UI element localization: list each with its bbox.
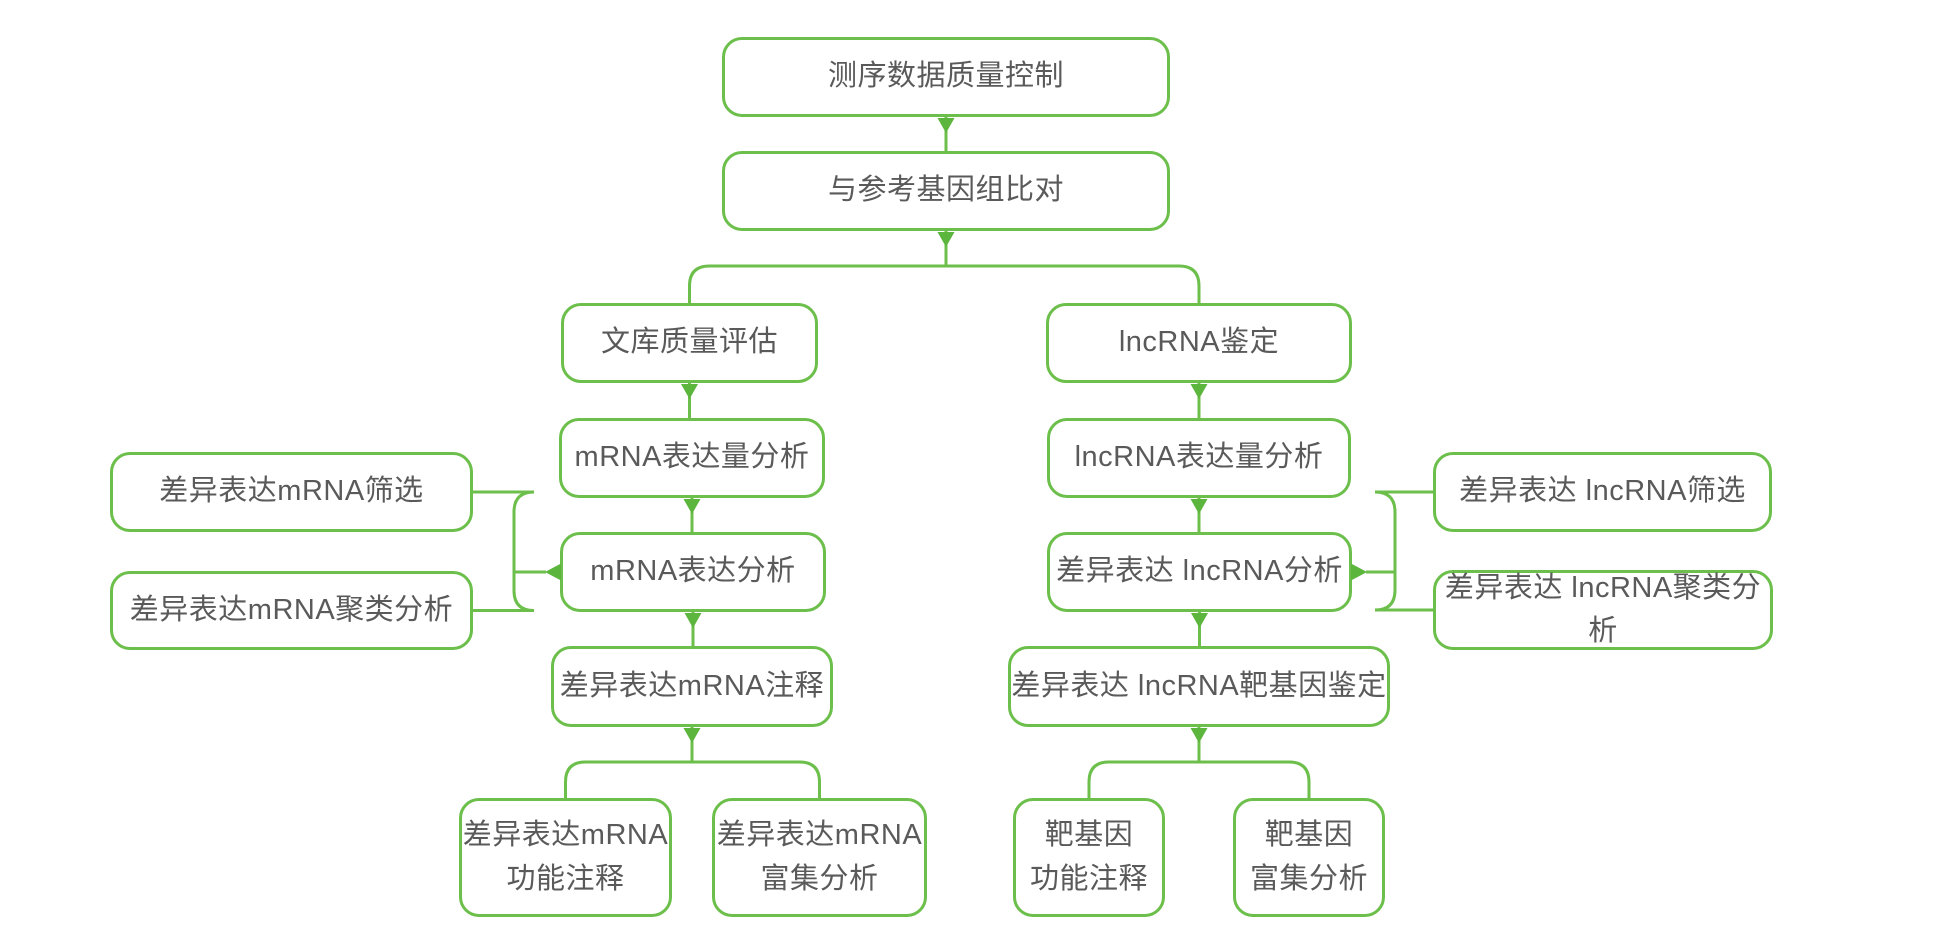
connector-line (688, 264, 1201, 303)
node-target-enrich[interactable]: 靶基因 富集分析 (1233, 798, 1385, 917)
branch-arrow (1190, 384, 1208, 399)
node-label: 靶基因 富集分析 (1249, 819, 1368, 895)
node-de-mrna-screen[interactable]: 差异表达mRNA筛选 (110, 452, 473, 532)
node-label: 差异表达mRNA注释 (559, 669, 825, 702)
node-label: lncRNA表达量分析 (1074, 441, 1324, 474)
node-label: 测序数据质量控制 (827, 60, 1064, 93)
connector-line (473, 490, 535, 572)
connector-line (564, 760, 821, 798)
connector-line (1374, 572, 1433, 612)
connector-line (473, 572, 535, 612)
node-lncrna-quant[interactable]: lncRNA表达量分析 (1047, 418, 1351, 498)
branch-arrow (937, 232, 955, 247)
branch-arrow (683, 499, 701, 514)
branch-arrow (681, 384, 698, 399)
connector-line (1374, 490, 1433, 572)
node-label: 差异表达 lncRNA筛选 (1459, 475, 1746, 508)
node-qc[interactable]: 测序数据质量控制 (722, 37, 1170, 117)
node-label: 差异表达 lncRNA聚类分析 (1444, 571, 1762, 648)
node-de-mrna-cluster[interactable]: 差异表达mRNA聚类分析 (110, 571, 473, 650)
branch-arrow (1191, 613, 1208, 628)
connector-line (1087, 760, 1311, 798)
node-target-func[interactable]: 靶基因 功能注释 (1013, 798, 1165, 917)
branch-arrow (1351, 563, 1367, 581)
branch-arrow (937, 118, 955, 133)
node-de-mrna-annot[interactable]: 差异表达mRNA注释 (551, 646, 833, 727)
node-label: 差异表达mRNA筛选 (159, 475, 424, 508)
node-label: lncRNA鉴定 (1118, 326, 1280, 359)
node-library-qc[interactable]: 文库质量评估 (561, 303, 818, 383)
node-de-lncrna-screen[interactable]: 差异表达 lncRNA筛选 (1433, 452, 1772, 532)
node-label: 差异表达mRNA 功能注释 (462, 819, 669, 895)
node-mrna-enrich[interactable]: 差异表达mRNA 富集分析 (712, 798, 927, 917)
node-label: 差异表达mRNA聚类分析 (129, 593, 454, 626)
branch-arrow (545, 563, 561, 581)
node-align[interactable]: 与参考基因组比对 (722, 151, 1170, 231)
node-mrna-quant[interactable]: mRNA表达量分析 (559, 418, 825, 498)
node-label: 差异表达 lncRNA分析 (1056, 555, 1343, 588)
node-label: 靶基因 功能注释 (1029, 819, 1148, 895)
node-lncrna-id[interactable]: lncRNA鉴定 (1046, 303, 1352, 383)
node-label: 文库质量评估 (600, 326, 778, 359)
node-target-id[interactable]: 差异表达 lncRNA靶基因鉴定 (1008, 646, 1390, 727)
node-label: 差异表达mRNA 富集分析 (716, 819, 923, 895)
node-de-lncrna[interactable]: 差异表达 lncRNA分析 (1047, 532, 1352, 612)
node-label: mRNA表达分析 (590, 555, 796, 588)
node-mrna-func[interactable]: 差异表达mRNA 功能注释 (459, 798, 672, 917)
node-label: 与参考基因组比对 (827, 174, 1064, 207)
branch-arrow (1190, 728, 1208, 743)
node-label: 差异表达 lncRNA靶基因鉴定 (1011, 669, 1387, 702)
branch-arrow (1190, 499, 1208, 514)
node-de-lncrna-cluster[interactable]: 差异表达 lncRNA聚类分析 (1433, 570, 1773, 650)
branch-arrow (683, 728, 701, 743)
branch-arrow (684, 613, 702, 628)
node-label: mRNA表达量分析 (574, 441, 810, 474)
node-mrna-expr[interactable]: mRNA表达分析 (560, 532, 826, 612)
